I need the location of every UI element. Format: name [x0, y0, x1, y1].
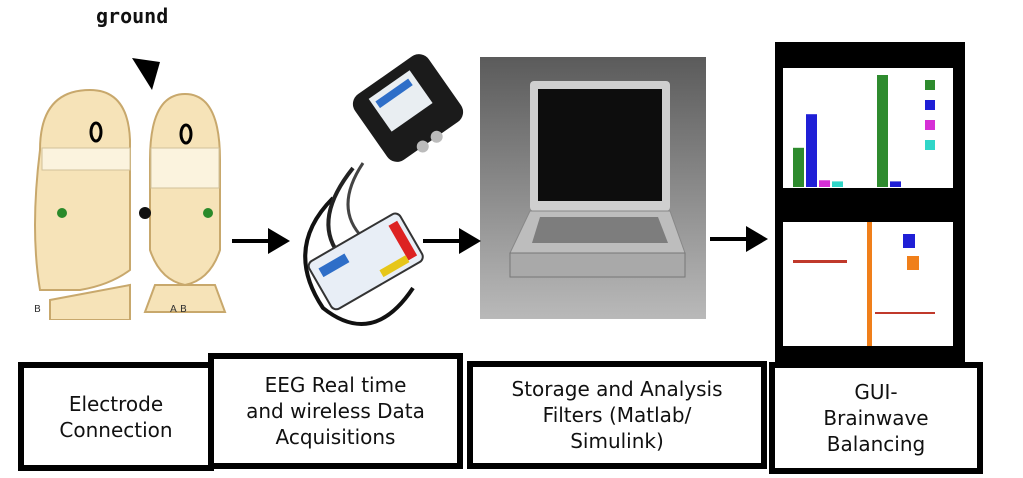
electrode-ring-icon: [89, 121, 103, 143]
chart-bar: [832, 181, 843, 187]
balance-text-line: [875, 312, 935, 314]
chart-bar: [793, 147, 804, 187]
side-head-label: B: [34, 304, 41, 315]
legend-swatch: [925, 100, 935, 110]
back-head: [149, 92, 221, 287]
back-head-label: A B: [170, 304, 187, 315]
eeg-device-illustration: [303, 54, 464, 326]
ground-arrow-icon: [132, 58, 160, 90]
step-box-gui-balancing: GUI- Brainwave Balancing: [769, 362, 983, 474]
laptop-illustration: [480, 57, 706, 319]
flow-arrow-2: [423, 228, 481, 254]
step-box-storage-analysis: Storage and Analysis Filters (Matlab/ Si…: [467, 361, 767, 469]
electrode-dot-icon: [203, 208, 213, 218]
ground-electrode-icon: [139, 207, 151, 219]
legend-swatch: [925, 120, 935, 130]
electrode-ring-icon: [179, 123, 193, 145]
chart-bar: [806, 114, 817, 187]
balance-marker: [903, 234, 915, 248]
side-head: [34, 88, 131, 291]
balance-marker: [907, 256, 919, 270]
legend-swatch: [925, 80, 935, 90]
flow-arrow-3: [710, 226, 768, 252]
ground-label: ground: [96, 4, 169, 28]
chart-bar: [819, 180, 830, 187]
chart-bar: [877, 75, 888, 187]
flow-arrow-1: [232, 228, 290, 254]
balance-text-line: [793, 260, 847, 263]
legend-swatch: [925, 140, 935, 150]
balance-indicator: [867, 222, 872, 346]
electrode-dot-icon: [57, 208, 67, 218]
gui-brainwave-panel: [775, 42, 965, 364]
chart-bar: [890, 181, 901, 187]
side-headband: [41, 147, 131, 171]
step-box-electrode-connection: Electrode Connection: [18, 362, 214, 471]
step-box-eeg-acquisition: EEG Real time and wireless Data Acquisit…: [208, 353, 463, 469]
electrode-heads-illustration: B A B: [34, 58, 227, 320]
